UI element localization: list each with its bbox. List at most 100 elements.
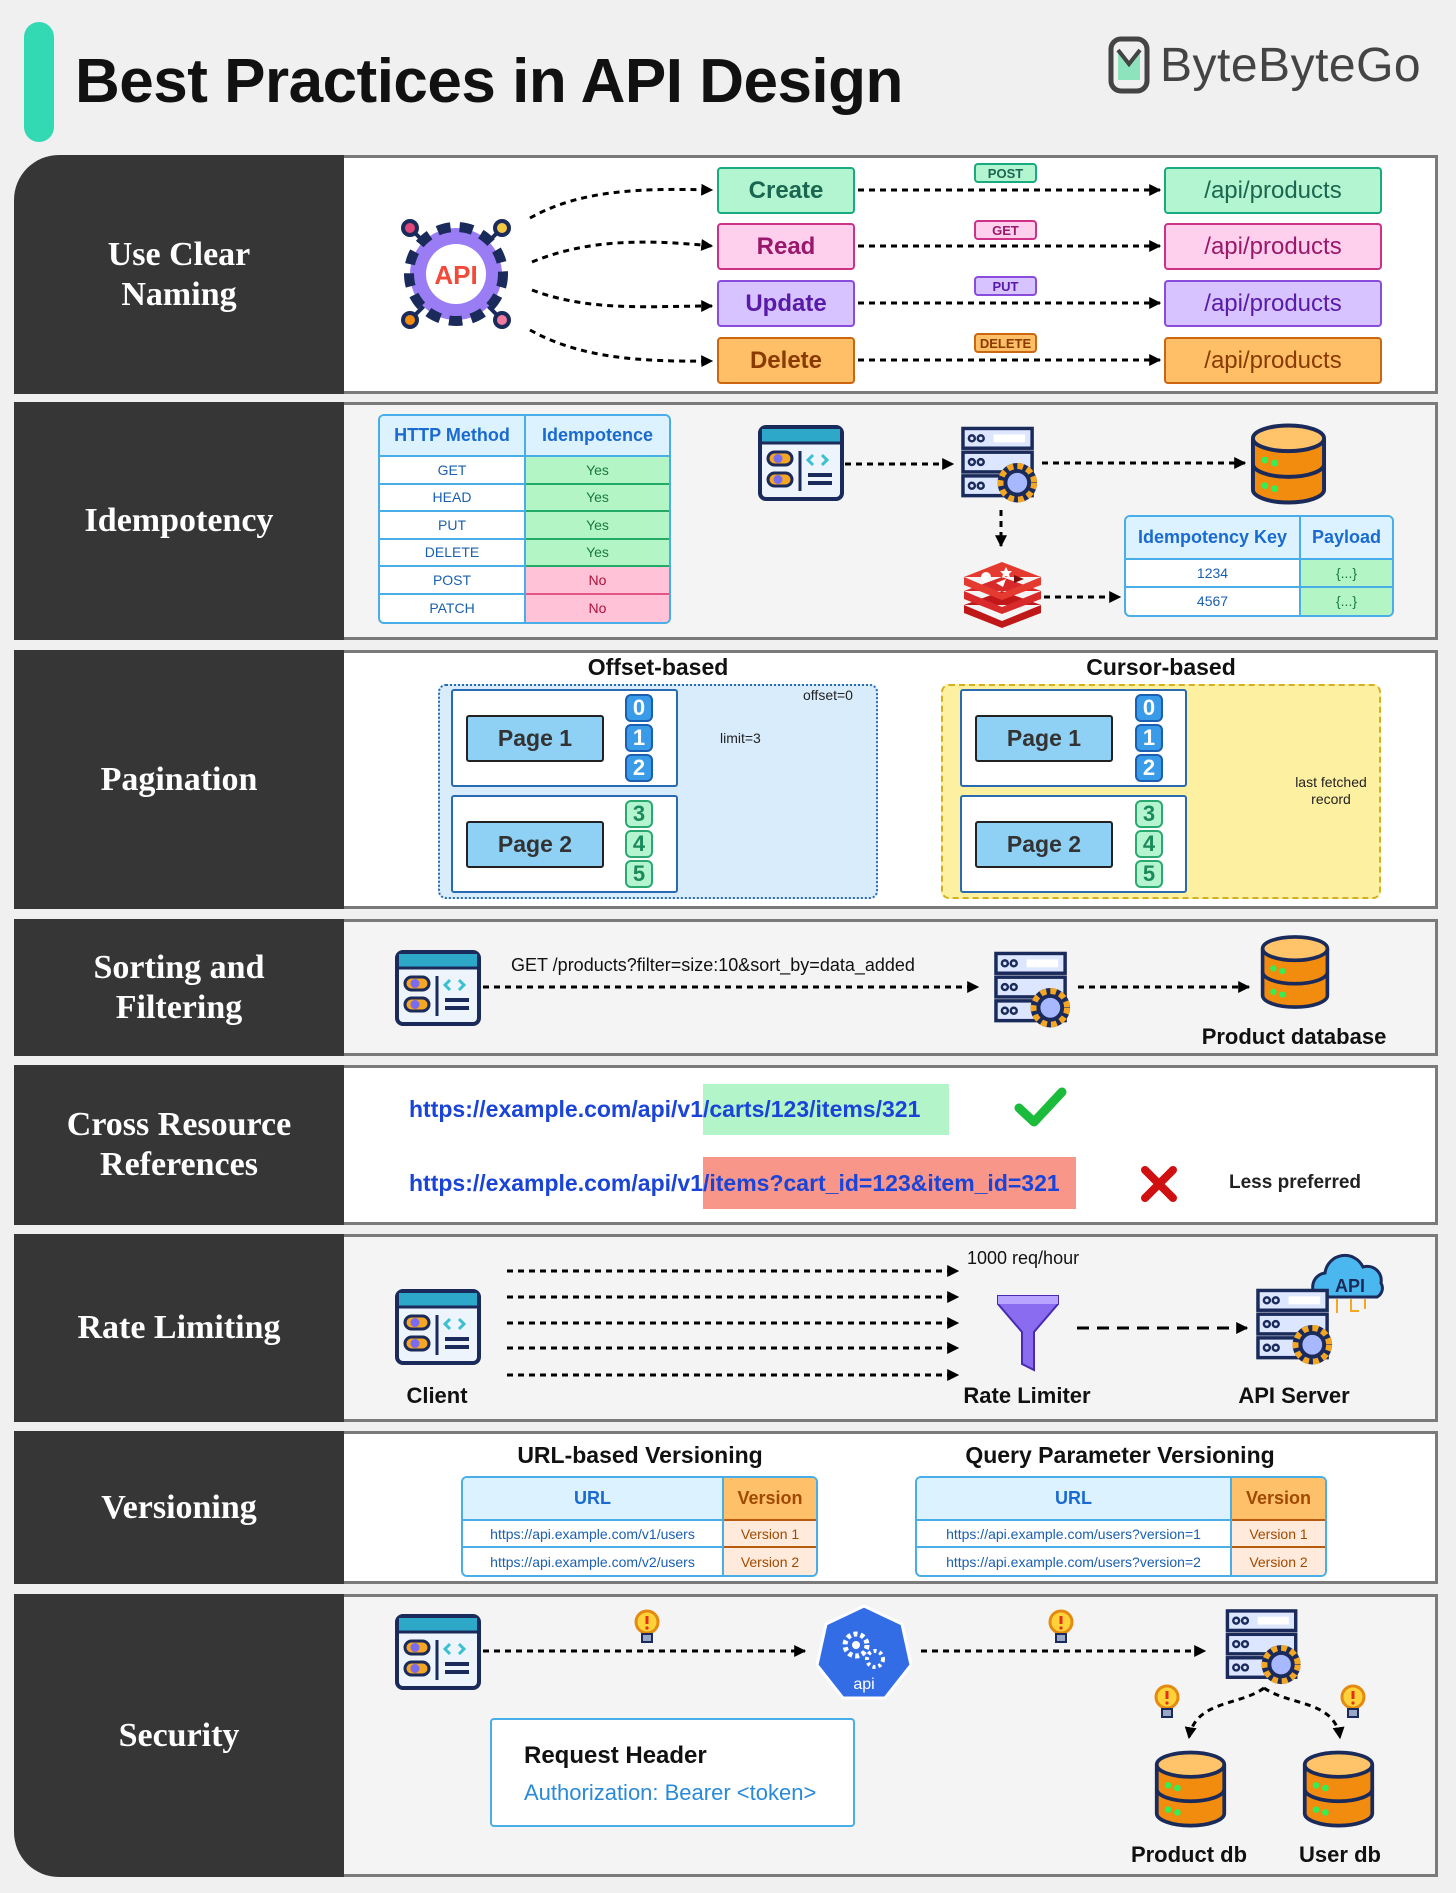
table-header-cell: Idempotence (526, 416, 669, 457)
section-label: Rate Limiting (14, 1234, 344, 1422)
record-index: 2 (1135, 754, 1163, 782)
api-gateway-icon: api (815, 1604, 913, 1700)
page-title: Best Practices in API Design (75, 47, 903, 116)
table-cell: https://api.example.com/users?version=1 (917, 1521, 1232, 1548)
rate-limit-label: 1000 req/hour (967, 1248, 1080, 1268)
section-sorting: Sorting and Filtering (14, 919, 1438, 1056)
page-button: Page 1 (975, 715, 1113, 762)
bad-url: https://example.com/api/v1/items?cart_id… (409, 1157, 1076, 1209)
table-cell: GET (380, 457, 526, 485)
good-url: https://example.com/api/v1/carts/123/ite… (409, 1084, 949, 1135)
server-icon (993, 950, 1074, 1032)
action-box: Read (717, 223, 855, 270)
table-cell: {...} (1301, 560, 1392, 588)
record-index: 0 (1135, 694, 1163, 722)
api-server-label: API Server (1238, 1383, 1350, 1408)
less-preferred-note: Less preferred (1229, 1172, 1362, 1193)
url-base: https://example.com/api/v1 (409, 1169, 703, 1196)
table-cell: https://api.example.com/v1/users (463, 1521, 724, 1548)
table-cell: https://api.example.com/users?version=2 (917, 1548, 1232, 1575)
url-path-highlight: /carts/123/items/321 (702, 1084, 949, 1135)
limit-label: limit=3 (720, 730, 761, 746)
table-header-cell: Version (724, 1478, 816, 1521)
server-icon (960, 425, 1041, 507)
record-index: 3 (625, 800, 653, 828)
url-path-highlight: /items?cart_id=123&item_id=321 (702, 1157, 1076, 1209)
table-cell: Yes (526, 539, 669, 567)
table-cell: POST (380, 567, 526, 595)
client-label: Client (406, 1383, 468, 1408)
http-method-badge: PUT (974, 276, 1037, 296)
api-gear-icon: API (401, 219, 511, 329)
record-index: 1 (625, 724, 653, 752)
client-icon (395, 950, 481, 1026)
table-cell: {...} (1301, 587, 1392, 615)
lightbulb-icon (632, 1609, 662, 1647)
request-url: GET /products?filter=size:10&sort_by=dat… (511, 955, 915, 975)
table-cell: Version 1 (1232, 1521, 1325, 1548)
user-db-label: User db (1299, 1842, 1381, 1867)
endpoint-box: /api/products (1164, 167, 1382, 214)
table-cell: No (526, 567, 669, 595)
svg-text:API: API (434, 260, 477, 290)
table-cell: Version 1 (724, 1521, 816, 1548)
table-cell: HEAD (380, 484, 526, 512)
table-cell: PATCH (380, 594, 526, 622)
request-header-title: Request Header (524, 1742, 707, 1769)
http-method-badge: GET (974, 220, 1037, 240)
svg-text:api: api (853, 1676, 874, 1693)
offset-title: Offset-based (587, 654, 729, 680)
table-cell: Yes (526, 484, 669, 512)
check-icon (1014, 1087, 1067, 1127)
table-cell: 1234 (1126, 560, 1301, 588)
action-box: Update (717, 280, 855, 327)
record-index: 1 (1135, 724, 1163, 752)
client-icon (395, 1289, 481, 1365)
table-cell: Yes (526, 457, 669, 485)
query-versioning-title: Query Parameter Versioning (965, 1442, 1275, 1468)
client-icon (758, 425, 844, 501)
request-header-box: Request Header Authorization: Bearer <to… (490, 1718, 855, 1827)
url-versioning-title: URL-based Versioning (517, 1442, 763, 1468)
table-cell: DELETE (380, 539, 526, 567)
server-icon (1223, 1608, 1306, 1688)
cursor-label: last fetched record (1295, 774, 1367, 807)
section-label: Idempotency (14, 402, 344, 640)
table-header-cell: Payload (1301, 517, 1392, 560)
redis-cache-icon (964, 562, 1041, 628)
database-icon (1153, 1748, 1228, 1830)
table-header-cell: HTTP Method (380, 416, 526, 457)
table-header-cell: Idempotency Key (1126, 517, 1301, 560)
page-button: Page 2 (466, 821, 604, 868)
brand-name: ByteByteGo (1160, 39, 1422, 92)
table-cell: https://api.example.com/v2/users (463, 1548, 724, 1575)
client-icon (395, 1614, 481, 1690)
table-row: 4567{...} (1126, 587, 1392, 615)
section-label: Use Clear Naming (14, 155, 344, 394)
section-rate-limiting: Rate Limiting (14, 1234, 1438, 1422)
section-label: Sorting and Filtering (14, 919, 344, 1056)
action-box: Delete (717, 337, 855, 384)
record-index: 4 (625, 830, 653, 858)
api-server-icon: API (1255, 1253, 1384, 1368)
endpoint-box: /api/products (1164, 280, 1382, 327)
record-index: 5 (1135, 860, 1163, 888)
table-cell: PUT (380, 512, 526, 540)
rate-limiter-label: Rate Limiter (963, 1383, 1091, 1408)
database-icon (1249, 422, 1328, 506)
cursor-title: Cursor-based (1086, 654, 1236, 680)
endpoint-box: /api/products (1164, 223, 1382, 270)
record-index: 4 (1135, 830, 1163, 858)
